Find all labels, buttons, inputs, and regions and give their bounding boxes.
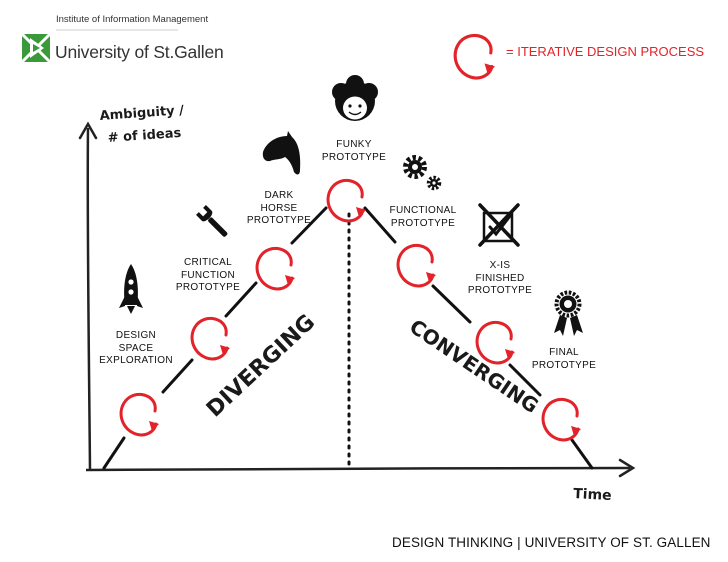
institute-name: Institute of Information Management [56, 14, 209, 25]
afro-face-icon [332, 75, 378, 121]
loop-critical-function [190, 316, 232, 361]
rocket-icon [119, 264, 143, 314]
converging-label: CONVERGING [405, 314, 543, 418]
crossed-box-icon [478, 203, 520, 247]
footer-text: DESIGN THINKING | UNIVERSITY OF ST. GALL… [392, 535, 711, 550]
process-path [102, 206, 594, 470]
wrench-icon [196, 205, 228, 237]
award-ribbon-icon [554, 290, 583, 336]
diverging-label: DIVERGING [202, 310, 320, 423]
x-axis-label: Time [573, 486, 612, 504]
loop-funky [326, 178, 368, 223]
axes [78, 121, 636, 478]
y-axis-label: Ambiguity / [99, 103, 184, 124]
loop-functional [396, 243, 438, 288]
loop-final [541, 397, 583, 442]
loop-dark-horse [255, 246, 297, 291]
legend-text: = ITERATIVE DESIGN PROCESS [506, 44, 705, 59]
loop-design-space [119, 392, 161, 437]
gears-icon [403, 155, 442, 191]
logo-icon [20, 32, 52, 64]
legend-loop-icon [453, 33, 497, 80]
university-name: University of St.Gallen [55, 42, 224, 62]
y-axis-label-2: # of ideas [107, 126, 182, 146]
horse-icon [262, 131, 301, 175]
